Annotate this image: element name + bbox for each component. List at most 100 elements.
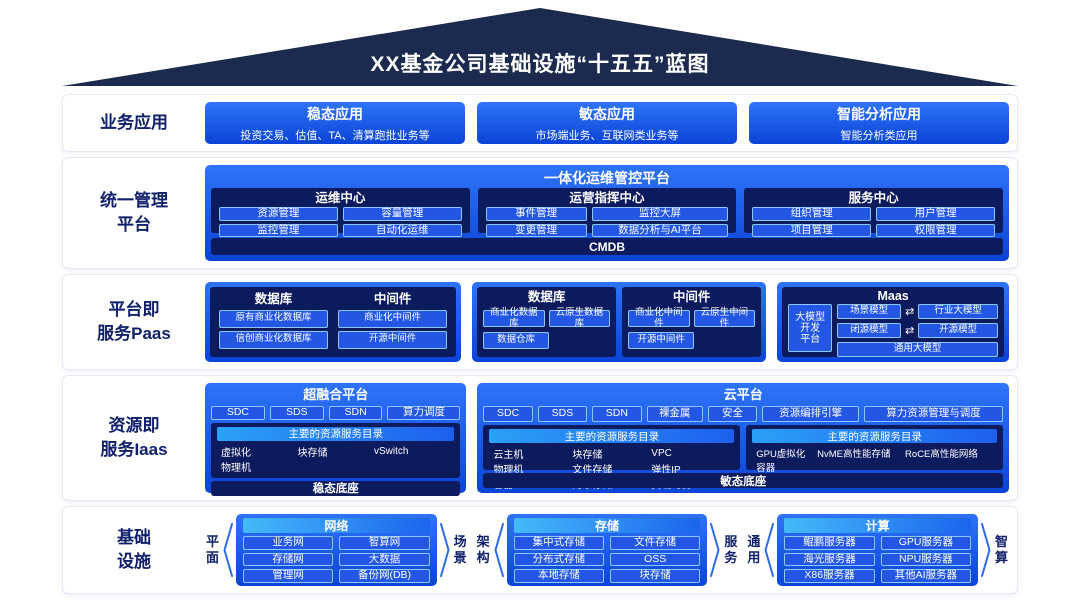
mgmt-item: 监控大屏 [591, 207, 729, 221]
double-arrow-icon: ⇄ [905, 306, 915, 318]
infra-item: 分布式存储 [513, 552, 604, 567]
row-label-iaas: 资源即 服务Iaas [100, 416, 168, 459]
resource-item: 云主机 [493, 450, 524, 461]
paas-item: 开源中间件 [628, 332, 695, 349]
stable-base-bar: 稳态底座 [211, 480, 461, 496]
row-label-paas: 平台即 服务Paas [97, 300, 171, 343]
paas-mw-column: 中间件 商业化中间件 开源中间件 [338, 290, 448, 350]
resource-item: 弹性IP [651, 465, 681, 476]
app-analytics: 智能分析应用 智能分析类应用 [749, 102, 1009, 144]
catalog-title: 主要的资源服务目录 [489, 429, 735, 443]
app-stable: 稳态应用 投资交易、估值、TA、清算跑批业务等 [205, 102, 465, 144]
maas-title: Maas [877, 289, 909, 303]
row-body-iaas: 超融合平台 SDC SDS SDN 算力调度 主要的资源服务目录 虚拟化 块存储 [205, 376, 1017, 500]
iaas-capability: SDN [592, 406, 642, 422]
iaas-capability: 资源编排引擎 [762, 406, 860, 422]
side-label: 通用 [747, 534, 761, 565]
paas-item: 云原生数据库 [548, 307, 611, 328]
infra-item: GPU服务器 [880, 536, 972, 550]
command-center: 运营指挥中心 事件管理 监控大屏 变更管理 数据分析与AI平台 值班管理 运营分… [477, 188, 737, 254]
infra-item: 块存储 [610, 569, 701, 583]
infra-group-compute: 通用 计算 鲲鹏服务器 GPU服务器 海光服务器 NPU服务器 X86服务器 其… [746, 514, 1009, 586]
maas-item: 行业大模型 [918, 304, 998, 319]
paas-cloud-box: 数据库 商业化数据库 云原生数据库 数据仓库 中间件 商业化中间件 云原生 [472, 282, 767, 362]
side-label: 智算 [995, 534, 1009, 565]
chevron-left-icon [223, 523, 233, 577]
center-title: 运维中心 [315, 191, 366, 205]
paas-item: 信创商业化数据库 [219, 330, 329, 349]
paas-item: 云原生中间件 [693, 307, 756, 328]
diagram-rows: 业务应用 稳态应用 投资交易、估值、TA、清算跑批业务等 敏态应用 市场端业务、… [62, 94, 1018, 594]
ops-center: 运维中心 资源管理 容量管理 监控管理 自动化运维 监控巡检 容灾切换 [211, 188, 470, 254]
resource-item: GPU虚拟化 [756, 449, 806, 460]
maas-item: 通用大模型 [837, 342, 998, 357]
resource-item: 容器 [756, 463, 776, 474]
resource-item: VPC [651, 448, 672, 459]
chevron-right-icon [981, 523, 991, 577]
iaas-capability: 裸金属 [646, 406, 703, 422]
mgmt-item: 项目管理 [752, 223, 872, 238]
row-body-infrastructure: 平面 网络 业务网 智算网 存储网 大数据 管理网 备份网(DB) [205, 507, 1017, 593]
infra-item: X86服务器 [784, 569, 875, 583]
center-title: 运营指挥中心 [569, 191, 645, 205]
mgmt-item: 容量管理 [342, 207, 462, 221]
mgmt-item: 用户管理 [876, 207, 996, 221]
chevron-right-icon [439, 523, 450, 577]
page-title: XX基金公司基础设施“十五五”蓝图 [370, 53, 710, 76]
hci-title: 超融合平台 [303, 387, 369, 402]
maas-item: 闭源模型 [837, 323, 902, 338]
infra-item: 业务网 [243, 536, 334, 550]
paas-cloud-db-panel: 数据库 商业化数据库 云原生数据库 数据仓库 [477, 287, 617, 357]
paas-item: 原有商业化数据库 [219, 309, 329, 328]
double-arrow-icon: ⇄ [905, 325, 915, 337]
service-center: 服务中心 组织管理 用户管理 项目管理 权限管理 流程管理 配额管理 [744, 188, 1004, 254]
infra-category-title: 存储 [513, 518, 701, 533]
infra-item: 鲲鹏服务器 [784, 536, 875, 550]
infra-group-storage: 架构 存储 集中式存储 文件存储 分布式存储 OSS 本地存储 块存储 [476, 514, 739, 586]
side-label: 场景 [453, 534, 467, 565]
iaas-capability: 算力资源管理与调度 [864, 406, 1003, 422]
mgmt-item: 组织管理 [752, 207, 872, 221]
resource-item: 文件存储 [572, 465, 613, 476]
maas-item: 场景模型 [837, 304, 902, 319]
row-label-business-apps: 业务应用 [100, 113, 168, 133]
side-label: 平面 [205, 534, 219, 565]
row-business-apps: 业务应用 稳态应用 投资交易、估值、TA、清算跑批业务等 敏态应用 市场端业务、… [62, 94, 1018, 152]
infra-item: NPU服务器 [880, 552, 972, 567]
cloud-title: 云平台 [723, 387, 763, 402]
app-desc: 投资交易、估值、TA、清算跑批业务等 [240, 129, 430, 142]
model-dev-platform: 大模型 开发 平台 [788, 304, 833, 352]
panel-title: 数据库 [527, 290, 566, 304]
app-title: 稳态应用 [307, 105, 363, 122]
paas-legacy-box: 数据库 原有商业化数据库 信创商业化数据库 中间件 商业化中间件 [205, 282, 462, 362]
row-body-management: 一体化运维管控平台 运维中心 资源管理 容量管理 监控管理 自动化运维 监控巡检… [205, 158, 1017, 268]
hci-platform-box: 超融合平台 SDC SDS SDN 算力调度 主要的资源服务目录 虚拟化 块存储 [205, 383, 467, 496]
app-desc: 市场端业务、互联网类业务等 [535, 129, 679, 142]
infra-item: 智算网 [339, 536, 430, 550]
paas-item: 数据仓库 [483, 332, 550, 349]
resource-item: RoCE高性能网络 [905, 449, 978, 460]
row-paas: 平台即 服务Paas 数据库 原有商业化数据库 信创商业化数据库 [62, 274, 1018, 370]
paas-db-column: 数据库 原有商业化数据库 信创商业化数据库 [219, 290, 329, 350]
infra-category-title: 计算 [784, 518, 972, 533]
infra-item: 大数据 [339, 552, 430, 567]
row-infrastructure: 基础 设施 平面 网络 业务网 智算网 存储网 大数据 [62, 506, 1018, 594]
maas-item: 开源模型 [918, 323, 998, 338]
iaas-capability: SDS [269, 406, 324, 420]
paas-item: 商业化中间件 [628, 307, 690, 328]
resource-item: 物理机 [493, 465, 524, 476]
infra-item: 本地存储 [513, 569, 604, 583]
side-label: 架构 [476, 534, 490, 565]
infra-item: 文件存储 [610, 536, 701, 550]
mgmt-item: 资源管理 [219, 207, 338, 221]
app-title: 敏态应用 [579, 105, 635, 122]
infra-item: 管理网 [243, 569, 334, 583]
iaas-capability: SDC [211, 406, 265, 420]
infra-item: 备份网(DB) [339, 569, 430, 583]
infra-item: 海光服务器 [784, 552, 875, 567]
cmdb-bar: CMDB [211, 238, 1003, 255]
app-desc: 智能分析类应用 [840, 129, 918, 142]
row-iaas: 资源即 服务Iaas 超融合平台 SDC SDS SDN 算力调度 主要的资源服… [62, 375, 1018, 501]
iaas-capability: 安全 [707, 406, 758, 422]
chevron-right-icon [710, 523, 720, 577]
